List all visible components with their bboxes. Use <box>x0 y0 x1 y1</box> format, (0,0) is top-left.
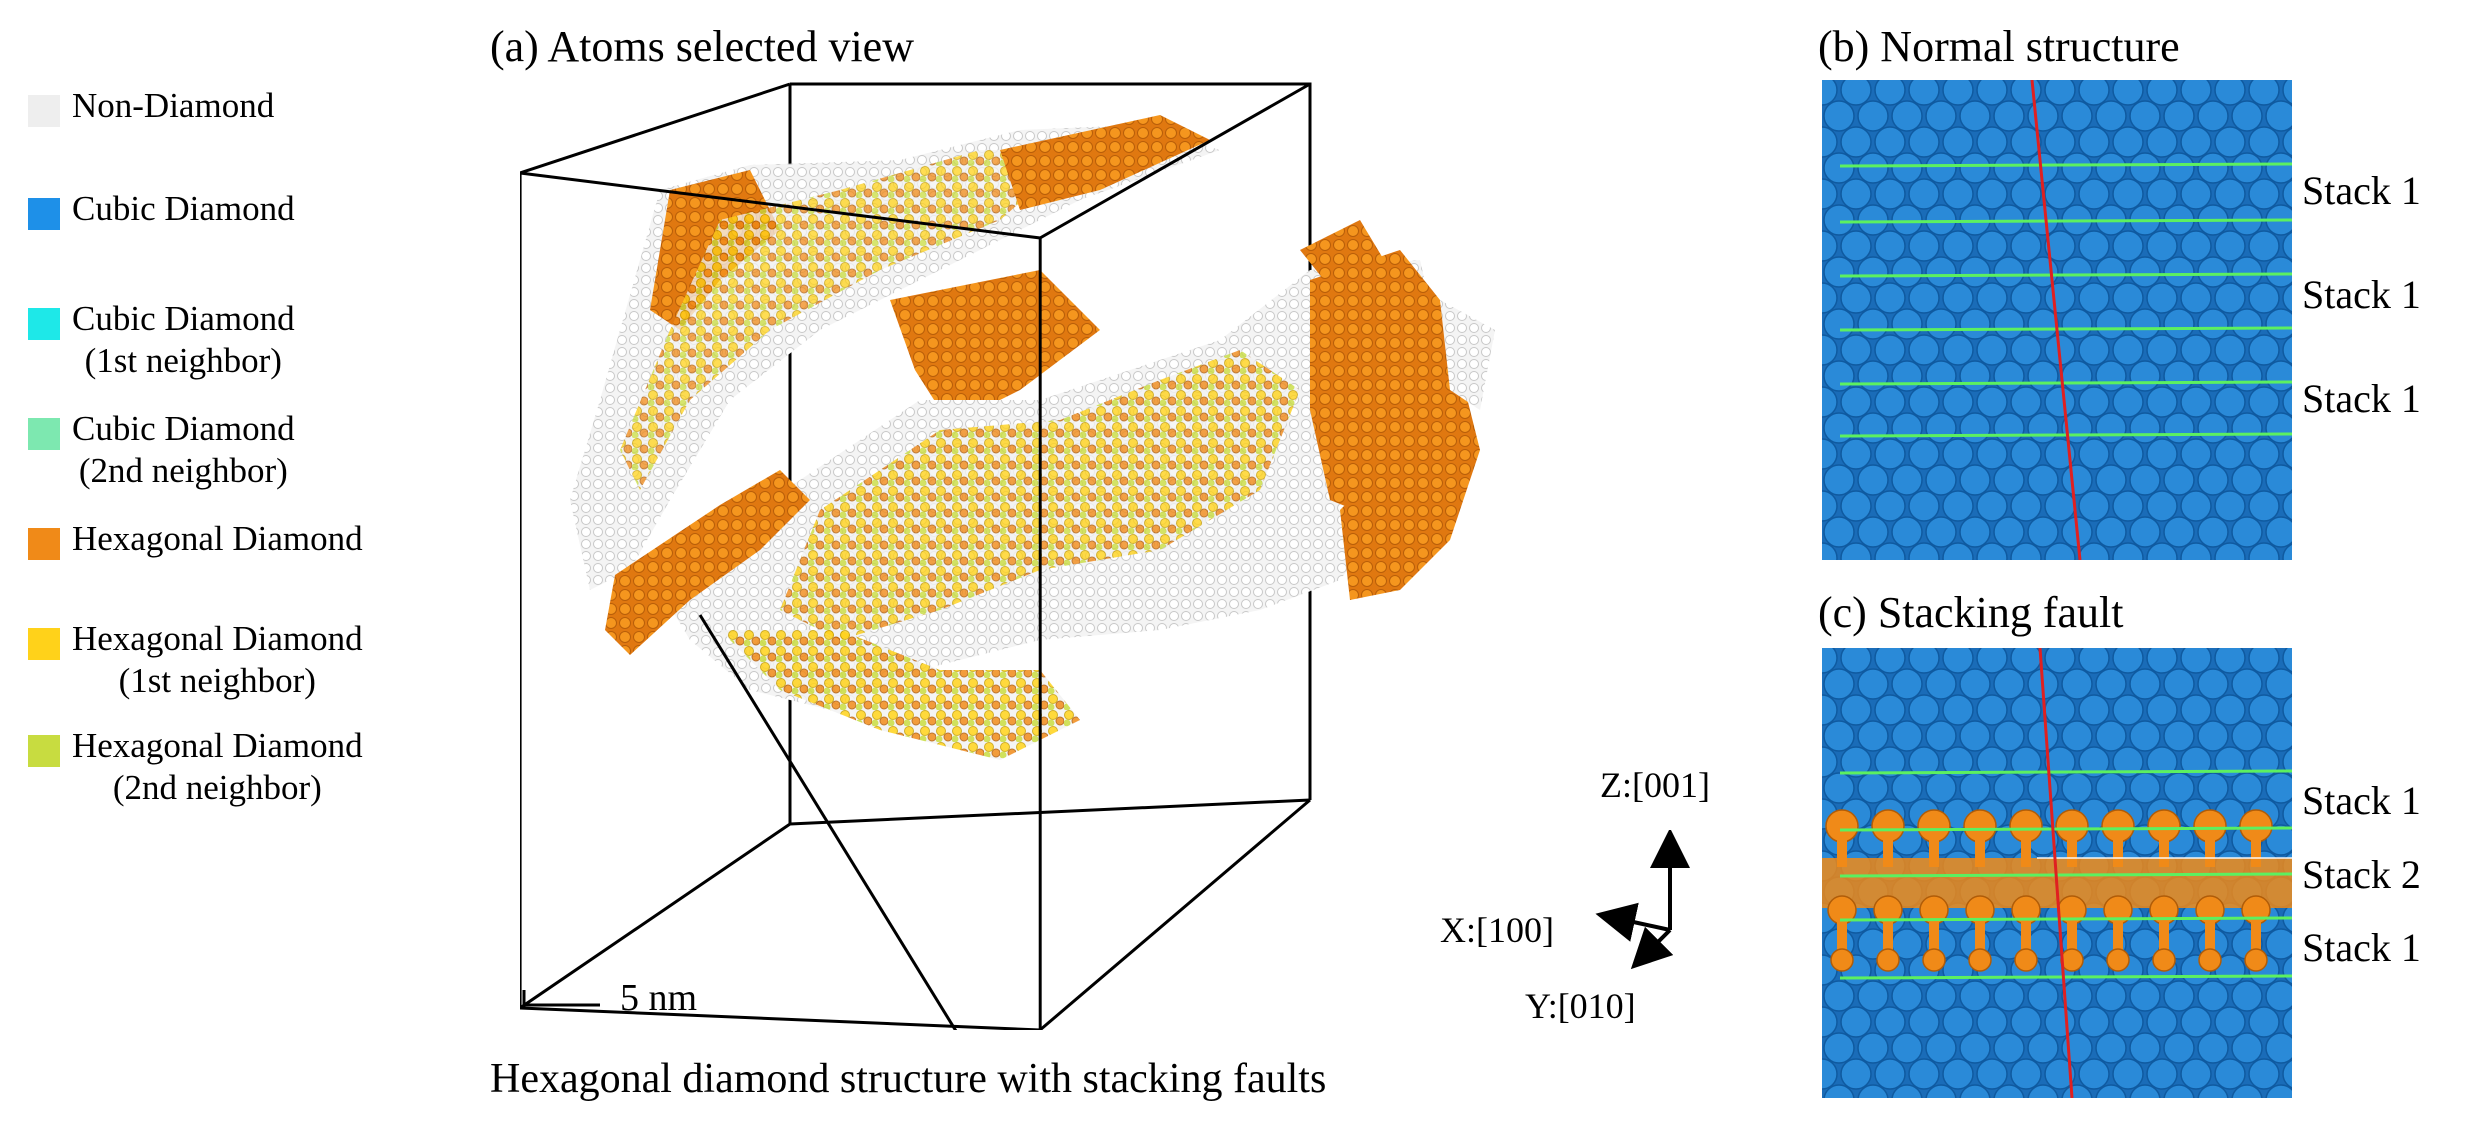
legend-item: Hexagonal Diamond (2nd neighbor) <box>28 725 363 809</box>
legend-swatch <box>28 528 60 560</box>
legend-item: Hexagonal Diamond <box>28 518 363 560</box>
right-hex-slab <box>1340 370 1480 600</box>
stack-guide-line <box>1839 272 2292 278</box>
stack-guide-line <box>1839 974 2292 980</box>
legend-item: Cubic Diamond (2nd neighbor) <box>28 408 295 492</box>
legend-item: Cubic Diamond (1st neighbor) <box>28 298 295 382</box>
legend-label: Cubic Diamond (1st neighbor) <box>72 299 295 380</box>
scale-bar <box>522 990 600 1007</box>
panel-c-stack-label: Stack 1 <box>2302 778 2421 823</box>
legend-label: Cubic Diamond <box>72 189 295 228</box>
slip-direction-line <box>2030 80 2082 560</box>
atom-clusters <box>570 115 1495 760</box>
normal-structure-view <box>1822 80 2292 560</box>
legend-swatch <box>28 308 60 340</box>
legend-item: Non-Diamond <box>28 85 274 127</box>
axis-x-label: X:[100] <box>1440 910 1554 950</box>
panel-b-title: (b) Normal structure <box>1818 22 2180 71</box>
panel-c-title: (c) Stacking fault <box>1818 588 2124 637</box>
simulation-box-front <box>520 82 1311 1030</box>
legend-item: Cubic Diamond <box>28 188 295 230</box>
bottom-yellow-strip <box>720 630 1080 760</box>
stack-guide-line <box>1839 826 2292 832</box>
legend-swatch <box>28 198 60 230</box>
right-grey-edge <box>1440 300 1495 410</box>
axis-y-label: Y:[010] <box>1525 986 1636 1026</box>
stack-guide-line <box>1839 872 2292 878</box>
legend-item: Hexagonal Diamond (1st neighbor) <box>28 618 363 702</box>
stack-guide-line <box>1839 162 2292 168</box>
scale-bar-label: 5 nm <box>620 977 698 1019</box>
stack-guide-line <box>1839 326 2292 332</box>
atoms-selected-view <box>520 82 1495 1030</box>
legend-swatch <box>28 735 60 767</box>
upper-hex-strip <box>1000 115 1210 210</box>
panel-a-title: (a) Atoms selected view <box>490 22 914 71</box>
legend-label: Hexagonal Diamond (2nd neighbor) <box>72 726 363 807</box>
slip-direction-line <box>2038 648 2074 1098</box>
center-triangle-hex <box>890 270 1100 425</box>
panel-b-stack-label: Stack 1 <box>2302 376 2421 421</box>
stack-guide-line <box>1839 916 2292 922</box>
legend-label: Hexagonal Diamond (1st neighbor) <box>72 619 363 700</box>
stacking-fault-view <box>1822 648 2292 1098</box>
lower-left-hex-block <box>605 470 810 655</box>
panel-b-stack-label: Stack 1 <box>2302 168 2421 213</box>
axes-triad <box>1595 830 1690 970</box>
legend-swatch <box>28 95 60 127</box>
panel-c-stack-label: Stack 2 <box>2302 852 2421 897</box>
legend-label: Cubic Diamond (2nd neighbor) <box>72 409 295 490</box>
caption-pointer-line <box>698 614 958 1030</box>
legend-label: Non-Diamond <box>72 86 275 125</box>
stack-guide-line <box>1839 380 2292 386</box>
legend-label: Hexagonal Diamond <box>72 519 363 558</box>
legend-swatch <box>28 628 60 660</box>
panel-c-stack-label: Stack 1 <box>2302 925 2421 970</box>
figure-caption: Hexagonal diamond structure with stackin… <box>490 1056 1327 1102</box>
right-upper-hex <box>1300 220 1390 300</box>
panel-b-stack-label: Stack 1 <box>2302 272 2421 317</box>
axis-z-label: Z:[001] <box>1600 765 1710 805</box>
stack-guide-line <box>1839 218 2292 224</box>
stack-guide-line <box>1839 769 2292 775</box>
panel-b-atoms <box>1822 80 2292 560</box>
upper-left-yellow <box>620 150 1080 490</box>
legend-swatch <box>28 418 60 450</box>
